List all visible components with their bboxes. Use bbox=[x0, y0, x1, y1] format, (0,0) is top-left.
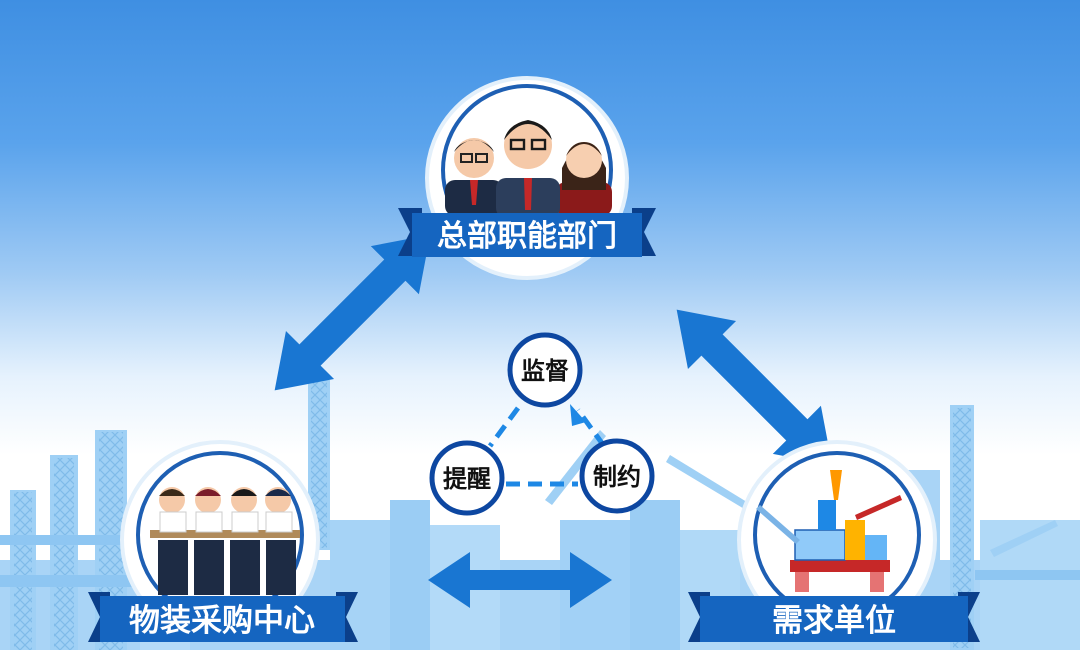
meeting-illustration-icon bbox=[150, 487, 300, 595]
node-headquarters: 总部职能部门 bbox=[398, 76, 656, 280]
center-cycle bbox=[487, 404, 607, 487]
center-node-top: 监督 bbox=[507, 332, 583, 408]
node-label-headquarters: 总部职能部门 bbox=[437, 219, 617, 254]
center-node-left: 提醒 bbox=[429, 440, 505, 516]
center-label-restrict: 制约 bbox=[593, 463, 641, 491]
arrow-top-left bbox=[274, 234, 431, 391]
center-label-supervise: 监督 bbox=[521, 357, 569, 385]
node-label-procurement: 物装采购中心 bbox=[129, 603, 315, 639]
arrow-bottom bbox=[428, 552, 612, 608]
people-illustration-icon bbox=[445, 120, 612, 218]
oil-platform-illustration-icon bbox=[756, 470, 902, 592]
node-procurement-center: 物装采购中心 bbox=[88, 440, 358, 642]
arrow-top-right bbox=[676, 309, 833, 466]
node-demand-unit: 需求单位 bbox=[688, 440, 980, 642]
node-label-demand-unit: 需求单位 bbox=[772, 603, 896, 639]
center-label-remind: 提醒 bbox=[443, 465, 491, 493]
center-node-right: 制约 bbox=[579, 438, 655, 514]
